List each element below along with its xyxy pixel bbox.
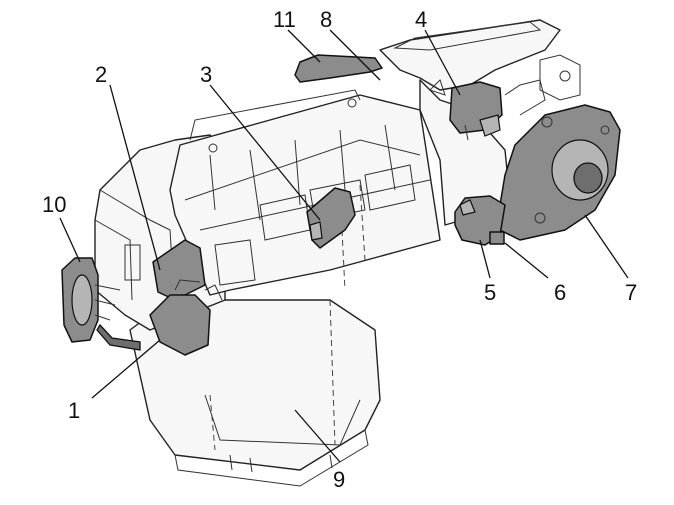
- callout-2: 2: [95, 62, 107, 87]
- callout-7: 7: [625, 280, 637, 305]
- component-1: [149, 279, 223, 356]
- component-3: [306, 187, 356, 249]
- component-11: [294, 54, 383, 83]
- component-6: [489, 231, 505, 245]
- callout-11: 11: [273, 7, 296, 32]
- component-7-blower: [499, 104, 621, 241]
- callout-4: 4: [415, 7, 427, 32]
- callout-5: 5: [484, 280, 496, 305]
- component-10: [61, 257, 141, 351]
- component-2: [152, 239, 206, 301]
- leader-lines: [59, 29, 629, 463]
- callout-3: 3: [200, 62, 212, 87]
- callout-6: 6: [554, 280, 566, 305]
- callout-1: 1: [68, 398, 80, 423]
- component-4: [449, 81, 503, 141]
- callout-8: 8: [320, 7, 332, 32]
- callout-9: 9: [333, 467, 345, 492]
- callout-10: 10: [42, 192, 66, 217]
- callout-labels: 1 2 3 4 5 6 7 8 9 10 11: [42, 7, 637, 492]
- housing-upper-frame: [169, 89, 441, 296]
